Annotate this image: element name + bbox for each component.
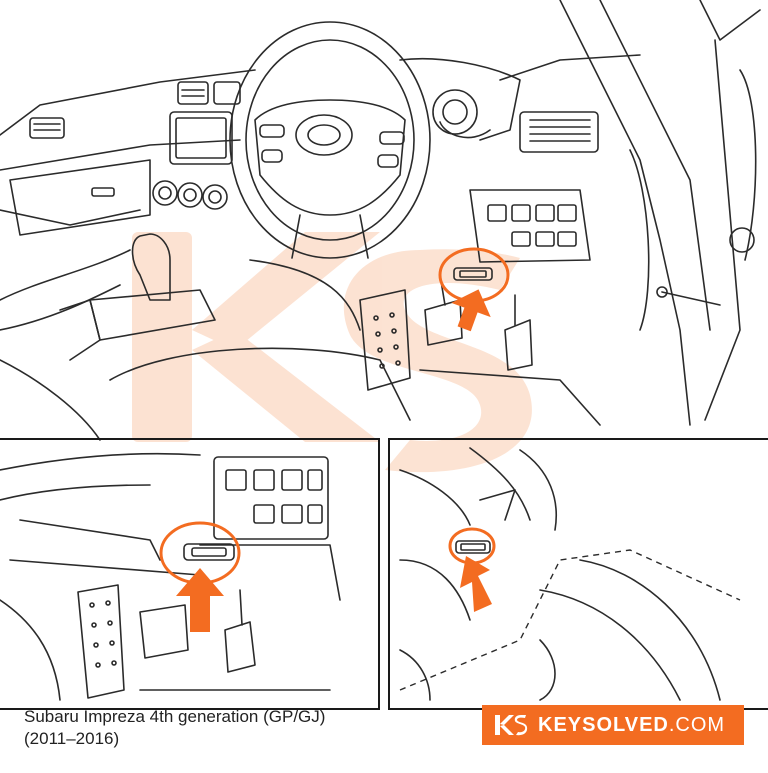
dashed-outline	[399, 549, 741, 691]
obd-port-highlight-main	[438, 247, 510, 332]
brand-name-suffix: .COM	[668, 713, 726, 736]
brand-badge: KEYSOLVED.COM	[482, 705, 744, 745]
obd-port-highlight-closeup	[159, 521, 241, 632]
under-dash-drawing	[399, 447, 721, 701]
brand-name-bold: KEYSOLVED	[538, 713, 669, 736]
caption-title: Subaru Impreza 4th generation (GP/GJ)	[24, 707, 326, 726]
obd-port-highlight-side	[448, 527, 496, 612]
dashboard-drawing	[0, 0, 761, 441]
ks-logo-icon	[495, 715, 528, 736]
footwell-drawing	[0, 452, 341, 701]
brand-name: KEYSOLVED.COM	[538, 714, 725, 737]
ks-watermark-logo	[132, 232, 532, 473]
caption-years: (2011–2016)	[24, 729, 120, 748]
vehicle-caption: Subaru Impreza 4th generation (GP/GJ) (2…	[24, 706, 464, 750]
